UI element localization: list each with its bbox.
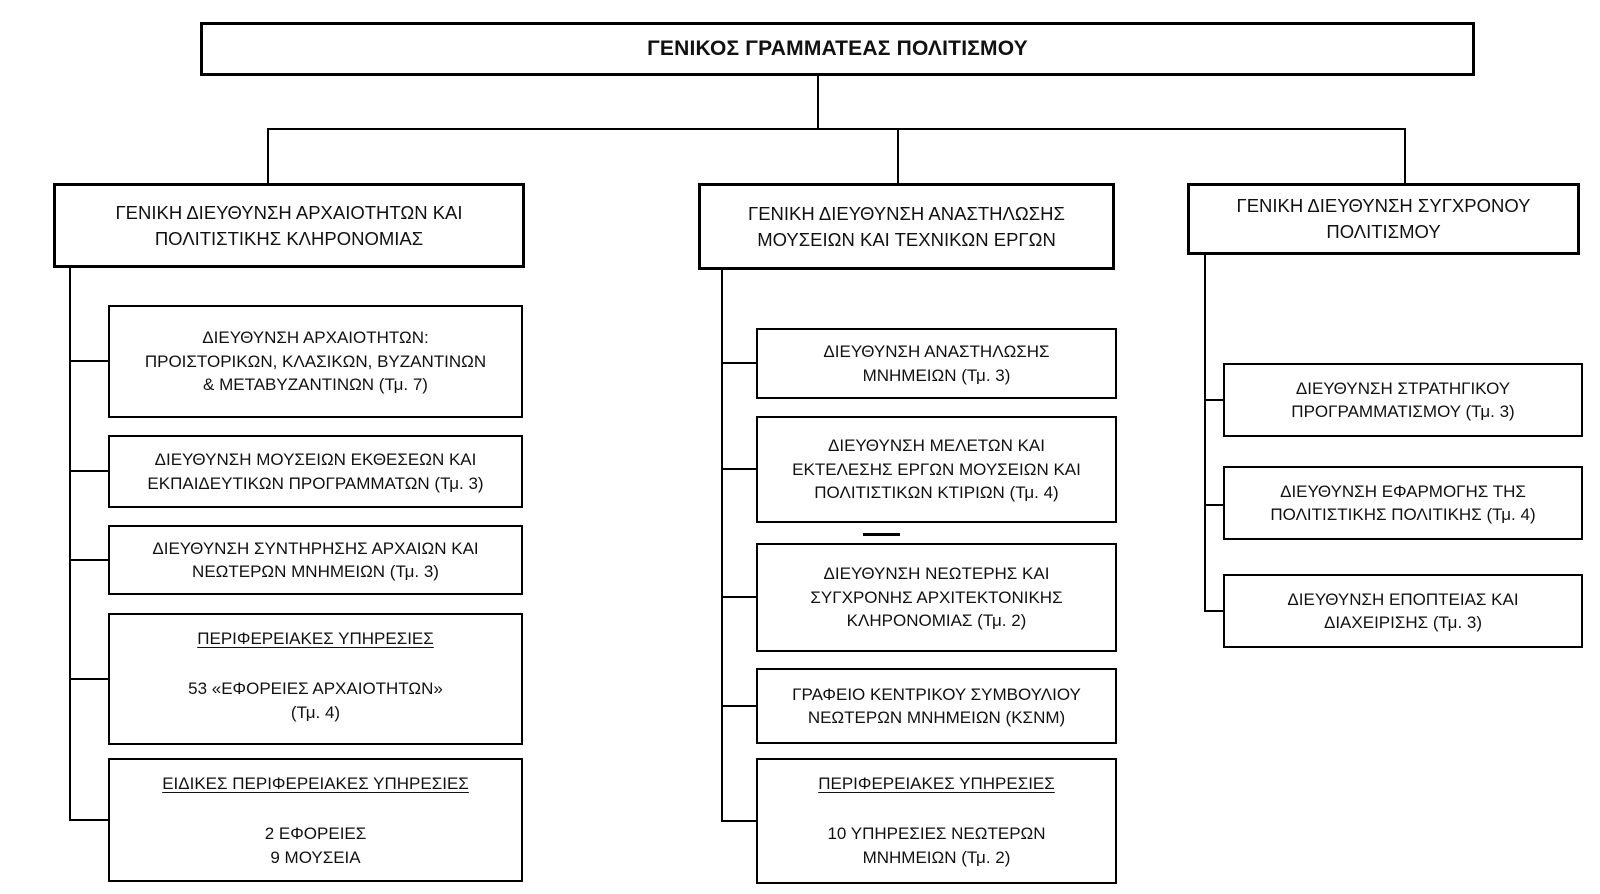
connector-drop-right	[1404, 128, 1406, 183]
org-node-header-antiquities: ΓΕΝΙΚΗ ΔΙΕΥΘΥΝΣΗ ΑΡΧΑΙΟΤΗΤΩΝ ΚΑΙ ΠΟΛΙΤΙΣ…	[53, 183, 525, 268]
org-node-label: ΓΡΑΦΕΙΟ ΚΕΝΤΡΙΚΟΥ ΣΥΜΒΟΥΛΙΟΥ ΝΕΩΤΕΡΩΝ ΜΝ…	[792, 684, 1081, 727]
connector-stub	[1204, 399, 1223, 401]
org-node-monument-restoration: ΔΙΕΥΘΥΝΣΗ ΑΝΑΣΤΗΛΩΣΗΣ ΜΝΗΜΕΙΩΝ (Τμ. 3)	[756, 328, 1117, 399]
connector-stub	[1204, 504, 1223, 506]
org-node-label: ΔΙΕΥΘΥΝΣΗ ΑΝΑΣΤΗΛΩΣΗΣ ΜΝΗΜΕΙΩΝ (Τμ. 3)	[823, 342, 1050, 385]
connector-top-rail	[267, 128, 1406, 130]
connector-stub	[69, 819, 108, 821]
org-node-special-regional-services: ΕΙΔΙΚΕΣ ΠΕΡΙΦΕΡΕΙΑΚΕΣ ΥΠΗΡΕΣΙΕΣ 2 ΕΦΟΡΕΙ…	[108, 758, 523, 882]
org-node-regional-services-monuments: ΠΕΡΙΦΕΡΕΙΑΚΕΣ ΥΠΗΡΕΣΙΕΣ 10 ΥΠΗΡΕΣΙΕΣ ΝΕΩ…	[756, 758, 1117, 884]
org-node-label: ΓΕΝΙΚΗ ΔΙΕΥΘΥΝΣΗ ΑΡΧΑΙΟΤΗΤΩΝ ΚΑΙ ΠΟΛΙΤΙΣ…	[115, 201, 463, 249]
connector-stub	[721, 820, 756, 822]
org-node-label: ΔΙΕΥΘΥΝΣΗ ΕΦΑΡΜΟΓΗΣ ΤΗΣ ΠΟΛΙΤΙΣΤΙΚΗΣ ΠΟΛ…	[1270, 481, 1536, 524]
stray-mark	[863, 533, 900, 536]
org-node-label: ΔΙΕΥΘΥΝΣΗ ΜΕΛΕΤΩΝ ΚΑΙ ΕΚΤΕΛΕΣΗΣ ΕΡΓΩΝ ΜΟ…	[792, 436, 1081, 503]
connector-drop-left	[267, 128, 269, 183]
org-node-root: ΓΕΝΙΚΟΣ ΓΡΑΜΜΑΤΕΑΣ ΠΟΛΙΤΙΣΜΟΥ	[200, 22, 1475, 76]
org-node-title: ΠΕΡΙΦΕΡΕΙΑΚΕΣ ΥΠΗΡΕΣΙΕΣ	[818, 774, 1055, 793]
connector-stub	[1204, 610, 1223, 612]
org-node-title: ΕΙΔΙΚΕΣ ΠΕΡΙΦΕΡΕΙΑΚΕΣ ΥΠΗΡΕΣΙΕΣ	[162, 774, 469, 793]
org-node-root-label: ΓΕΝΙΚΟΣ ΓΡΑΜΜΑΤΕΑΣ ΠΟΛΙΤΙΣΜΟΥ	[647, 36, 1028, 60]
connector-stub	[721, 705, 756, 707]
connector-spine-middle-branch	[721, 270, 723, 822]
org-node-label: ΔΙΕΥΘΥΝΣΗ ΑΡΧΑΙΟΤΗΤΩΝ: ΠΡΟΙΣΤΟΡΙΚΩΝ, ΚΛΑ…	[144, 328, 487, 395]
org-node-label: ΔΙΕΥΘΥΝΣΗ ΣΤΡΑΤΗΓΙΚΟΥ ΠΡΟΓΡΑΜΜΑΤΙΣΜΟΥ (Τ…	[1291, 378, 1515, 421]
org-node-supervision-management: ΔΙΕΥΘΥΝΣΗ ΕΠΟΠΤΕΙΑΣ ΚΑΙ ΔΙΑΧΕΙΡΙΣΗΣ (Τμ.…	[1223, 574, 1583, 648]
org-node-antiquities-directorate: ΔΙΕΥΘΥΝΣΗ ΑΡΧΑΙΟΤΗΤΩΝ: ΠΡΟΙΣΤΟΡΙΚΩΝ, ΚΛΑ…	[108, 305, 523, 418]
org-node-label: 53 «ΕΦΟΡΕΙΕΣ ΑΡΧΑΙΟΤΗΤΩΝ» (Τμ. 4)	[188, 679, 443, 722]
connector-stub	[69, 470, 108, 472]
connector-stub	[69, 678, 108, 680]
org-node-studies-execution: ΔΙΕΥΘΥΝΣΗ ΜΕΛΕΤΩΝ ΚΑΙ ΕΚΤΕΛΕΣΗΣ ΕΡΓΩΝ ΜΟ…	[756, 416, 1117, 523]
org-node-strategic-planning: ΔΙΕΥΘΥΝΣΗ ΣΤΡΑΤΗΓΙΚΟΥ ΠΡΟΓΡΑΜΜΑΤΙΣΜΟΥ (Τ…	[1223, 363, 1583, 437]
org-node-conservation: ΔΙΕΥΘΥΝΣΗ ΣΥΝΤΗΡΗΣΗΣ ΑΡΧΑΙΩΝ ΚΑΙ ΝΕΩΤΕΡΩ…	[108, 525, 523, 595]
org-node-modern-architectural-heritage: ΔΙΕΥΘΥΝΣΗ ΝΕΩΤΕΡΗΣ ΚΑΙ ΣΥΓΧΡΟΝΗΣ ΑΡΧΙΤΕΚ…	[756, 543, 1117, 652]
connector-stub	[721, 596, 756, 598]
connector-stub	[721, 468, 756, 470]
org-node-title: ΠΕΡΙΦΕΡΕΙΑΚΕΣ ΥΠΗΡΕΣΙΕΣ	[197, 629, 434, 648]
org-node-label: ΔΙΕΥΘΥΝΣΗ ΝΕΩΤΕΡΗΣ ΚΑΙ ΣΥΓΧΡΟΝΗΣ ΑΡΧΙΤΕΚ…	[810, 564, 1063, 631]
org-node-label: 2 ΕΦΟΡΕΙΕΣ 9 ΜΟΥΣΕΙΑ	[264, 824, 367, 867]
org-node-label: ΔΙΕΥΘΥΝΣΗ ΜΟΥΣΕΙΩΝ ΕΚΘΕΣΕΩΝ ΚΑΙ ΕΚΠΑΙΔΕΥ…	[147, 450, 484, 493]
org-node-label: 10 ΥΠΗΡΕΣΙΕΣ ΝΕΩΤΕΡΩΝ ΜΝΗΜΕΙΩΝ (Τμ. 2)	[827, 824, 1046, 867]
org-node-museums-exhibitions: ΔΙΕΥΘΥΝΣΗ ΜΟΥΣΕΙΩΝ ΕΚΘΕΣΕΩΝ ΚΑΙ ΕΚΠΑΙΔΕΥ…	[108, 435, 523, 508]
org-node-central-council-office: ΓΡΑΦΕΙΟ ΚΕΝΤΡΙΚΟΥ ΣΥΜΒΟΥΛΙΟΥ ΝΕΩΤΕΡΩΝ ΜΝ…	[756, 668, 1117, 744]
org-node-cultural-policy-implementation: ΔΙΕΥΘΥΝΣΗ ΕΦΑΡΜΟΓΗΣ ΤΗΣ ΠΟΛΙΤΙΣΤΙΚΗΣ ΠΟΛ…	[1223, 466, 1583, 540]
org-node-regional-services-antiquities: ΠΕΡΙΦΕΡΕΙΑΚΕΣ ΥΠΗΡΕΣΙΕΣ 53 «ΕΦΟΡΕΙΕΣ ΑΡΧ…	[108, 613, 523, 745]
org-node-label: ΓΕΝΙΚΗ ΔΙΕΥΘΥΝΣΗ ΑΝΑΣΤΗΛΩΣΗΣ ΜΟΥΣΕΙΩΝ ΚΑ…	[748, 202, 1065, 250]
connector-spine-right-branch	[1204, 255, 1206, 612]
org-node-header-restoration: ΓΕΝΙΚΗ ΔΙΕΥΘΥΝΣΗ ΑΝΑΣΤΗΛΩΣΗΣ ΜΟΥΣΕΙΩΝ ΚΑ…	[698, 183, 1115, 270]
org-node-label: ΔΙΕΥΘΥΝΣΗ ΕΠΟΠΤΕΙΑΣ ΚΑΙ ΔΙΑΧΕΙΡΙΣΗΣ (Τμ.…	[1287, 589, 1519, 632]
connector-drop-middle	[897, 128, 899, 183]
org-node-label: ΓΕΝΙΚΗ ΔΙΕΥΘΥΝΣΗ ΣΥΓΧΡΟΝΟΥ ΠΟΛΙΤΙΣΜΟΥ	[1236, 195, 1531, 242]
org-node-label: ΔΙΕΥΘΥΝΣΗ ΣΥΝΤΗΡΗΣΗΣ ΑΡΧΑΙΩΝ ΚΑΙ ΝΕΩΤΕΡΩ…	[152, 538, 479, 581]
connector-spine-left-branch	[69, 268, 71, 821]
org-node-header-contemporary-culture: ΓΕΝΙΚΗ ΔΙΕΥΘΥΝΣΗ ΣΥΓΧΡΟΝΟΥ ΠΟΛΙΤΙΣΜΟΥ	[1187, 183, 1580, 255]
connector-stub	[69, 360, 108, 362]
connector-stub	[69, 559, 108, 561]
connector-root-drop	[817, 76, 819, 128]
connector-stub	[721, 362, 756, 364]
